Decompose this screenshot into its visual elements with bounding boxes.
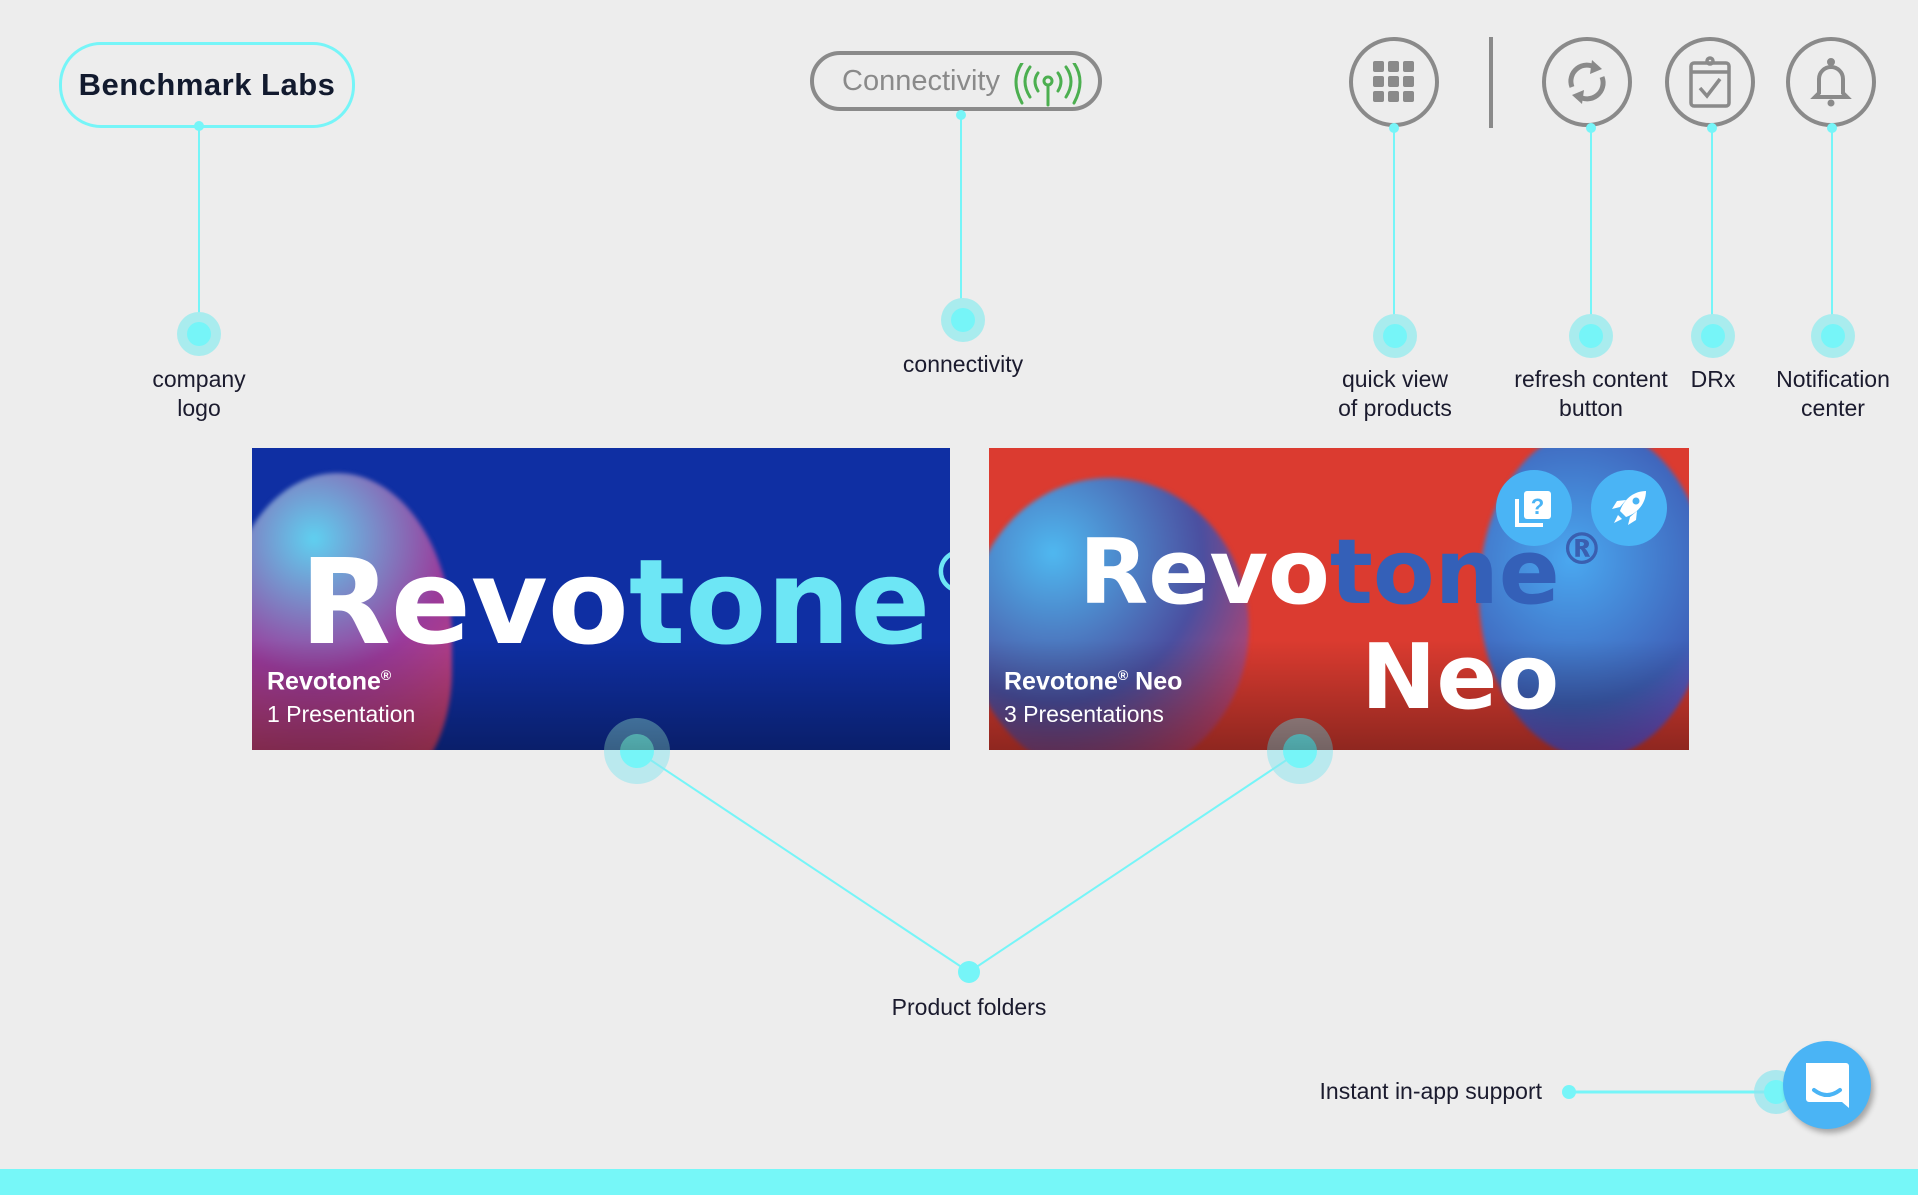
hotspot-dot [177,121,221,356]
art-wordmark: Revotone® [300,533,950,671]
grid-icon [1373,61,1414,102]
annotation-support: Instant in-app support [1319,1078,1542,1104]
rocket-icon [1612,491,1646,525]
annotation-product-folders: Product folders [891,994,1047,1020]
art-wordmark-neo: Neo [1361,625,1560,730]
connectivity-indicator[interactable]: Connectivity [810,51,1102,111]
in-app-support-button[interactable] [1783,1041,1871,1129]
drx-button[interactable] [1665,37,1755,127]
hotspot-dot [1373,123,1417,358]
notification-center-button[interactable] [1786,37,1876,127]
product-folder-revotone-neo[interactable]: Revotone® Neo ? Revotone® Neo 3 Presenta… [989,448,1689,750]
signal-antenna-icon [1014,63,1082,107]
product-launch-button[interactable] [1591,470,1667,546]
bottom-accent-bar [0,1169,1918,1195]
art-blob [989,478,1249,750]
refresh-icon [1568,60,1606,104]
card-shade [252,640,950,750]
product-help-button[interactable]: ? [1496,470,1572,546]
product-folder-revotone[interactable]: Revotone® Revotone® 1 Presentation [252,448,950,750]
annotation-connectivity: connectivity [902,351,1024,377]
product-title: Revotone® [267,666,392,695]
card-shade [989,640,1689,750]
product-title: Revotone® Neo [1004,666,1183,695]
hotspot-dot [958,961,980,983]
company-logo-text: Benchmark Labs [78,67,336,102]
hotspot-dot [1569,123,1613,358]
svg-text:?: ? [1531,494,1544,519]
product-presentation-count: 1 Presentation [267,701,416,727]
quick-view-button[interactable] [1349,37,1439,127]
clipboard-check-icon [1689,56,1731,108]
annotation-drx: DRx [1690,366,1736,392]
hotspot-dot [1562,1085,1576,1099]
toolbar-divider [1489,37,1493,128]
bell-icon [1810,58,1852,107]
connectivity-label: Connectivity [842,64,1000,97]
product-presentation-count: 3 Presentations [1004,701,1164,727]
company-logo[interactable]: Benchmark Labs [59,42,355,128]
art-wordmark: Revotone® [1079,520,1604,625]
hotspot-dot [1811,123,1855,358]
question-cards-icon: ? [1515,491,1551,527]
refresh-content-button[interactable] [1542,37,1632,127]
chat-bubble-icon [1806,1063,1849,1108]
hotspot-dot [941,110,985,342]
hotspot-dot [1691,123,1735,358]
